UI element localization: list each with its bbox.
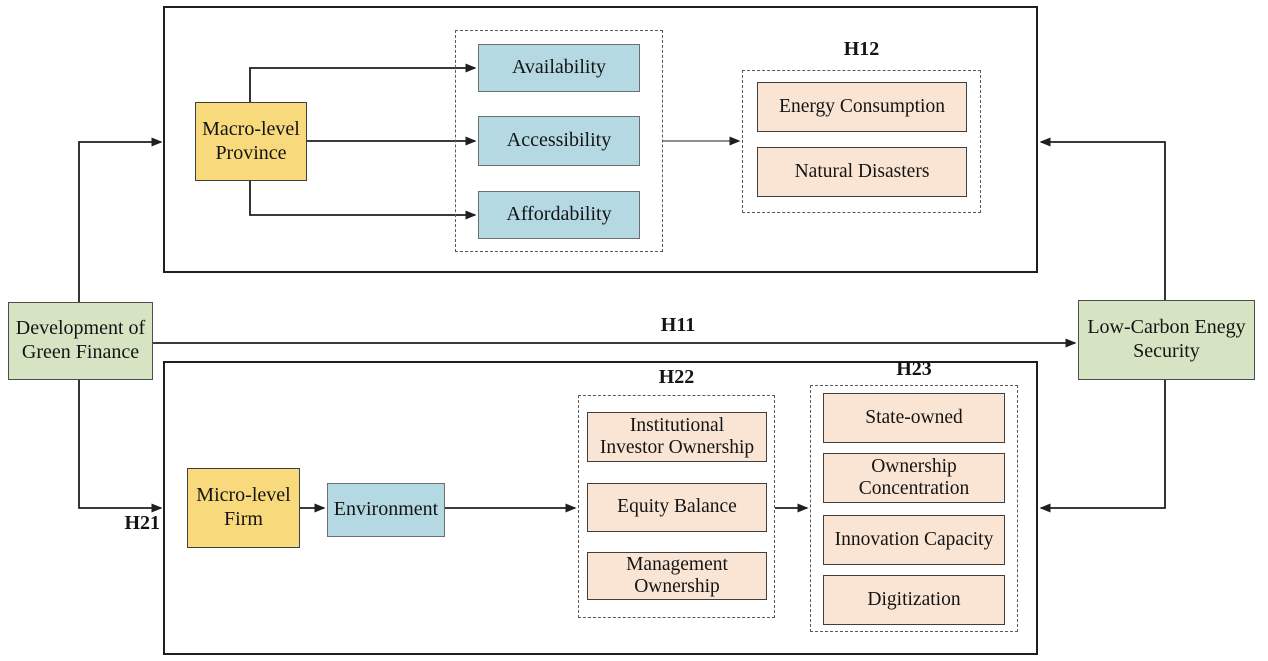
node-low-carbon-energy-security: Low-Carbon Enegy Security xyxy=(1078,300,1255,380)
label-h12: H12 xyxy=(843,38,880,60)
arrow-lowcarbon-to-macro-panel xyxy=(1039,137,1166,300)
h23-group xyxy=(810,385,1018,632)
item-ownership-concentration: Ownership Concentration xyxy=(823,453,1005,503)
label-h22: H22 xyxy=(658,366,695,388)
item-natural-disasters: Natural Disasters xyxy=(757,147,967,197)
node-affordability: Affordability xyxy=(478,191,640,239)
item-equity-balance: Equity Balance xyxy=(587,483,767,532)
arrow-lowcarbon-to-micro-panel xyxy=(1039,380,1166,513)
arrow-development-to-macro-panel xyxy=(78,137,163,302)
dimensions-group xyxy=(455,30,663,252)
h12-group xyxy=(742,70,981,213)
node-macro-level-province: Macro-level Province xyxy=(195,102,307,181)
item-innovation-capacity: Innovation Capacity xyxy=(823,515,1005,565)
node-micro-level-firm: Micro-level Firm xyxy=(187,468,300,548)
node-environment: Environment xyxy=(327,483,445,537)
label-h11: H11 xyxy=(660,314,696,336)
macro-level-panel xyxy=(163,6,1038,273)
node-development-green-finance: Development of Green Finance xyxy=(8,302,153,380)
node-accessibility: Accessibility xyxy=(478,116,640,166)
micro-level-panel xyxy=(163,361,1038,655)
item-state-owned: State-owned xyxy=(823,393,1005,443)
item-institutional-investor-ownership: Institutional Investor Ownership xyxy=(587,412,767,462)
h22-group xyxy=(578,395,775,618)
label-h21: H21 xyxy=(124,512,160,534)
node-availability: Availability xyxy=(478,44,640,92)
item-digitization: Digitization xyxy=(823,575,1005,625)
item-energy-consumption: Energy Consumption xyxy=(757,82,967,132)
item-management-ownership: Management Ownership xyxy=(587,552,767,600)
label-h23: H23 xyxy=(896,358,932,380)
arrow-development-to-micro-panel xyxy=(78,380,163,513)
